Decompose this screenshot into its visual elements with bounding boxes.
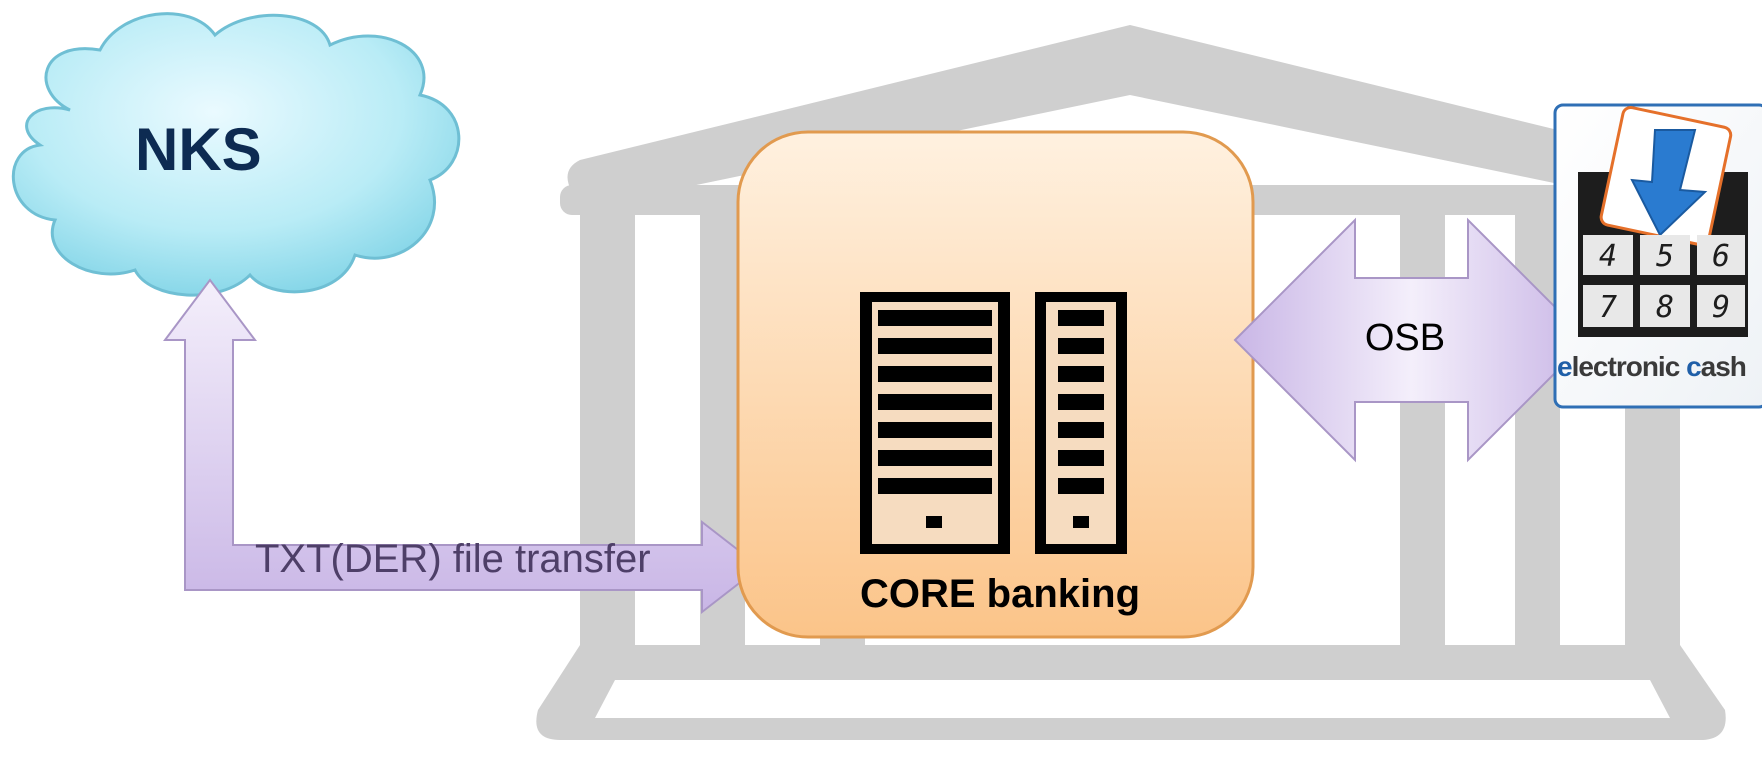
- ec-letter-c: c: [1686, 351, 1702, 382]
- cloud-shape: [11, 12, 461, 297]
- key-9: 9: [1712, 290, 1730, 325]
- electronic-cash-logo: 4 5 6 7 8 9: [1553, 103, 1762, 409]
- server-rack-icon: [860, 292, 1127, 554]
- nks-label: NKS: [135, 116, 262, 183]
- ec-text-end: ash: [1700, 351, 1747, 382]
- key-4: 4: [1599, 239, 1617, 274]
- file-transfer-arrow: [163, 278, 762, 615]
- ec-text-middle: lectronic: [1571, 351, 1687, 382]
- file-transfer-label: TXT(DER) file transfer: [255, 537, 651, 581]
- osb-label: OSB: [1364, 317, 1446, 359]
- ec-letter-e: e: [1557, 351, 1573, 382]
- key-8: 8: [1656, 290, 1674, 325]
- key-7: 7: [1599, 290, 1617, 325]
- electronic-cash-text: electronic cash: [1557, 351, 1762, 383]
- key-5: 5: [1656, 239, 1674, 274]
- core-banking-label: CORE banking: [859, 572, 1141, 616]
- key-6: 6: [1712, 239, 1730, 274]
